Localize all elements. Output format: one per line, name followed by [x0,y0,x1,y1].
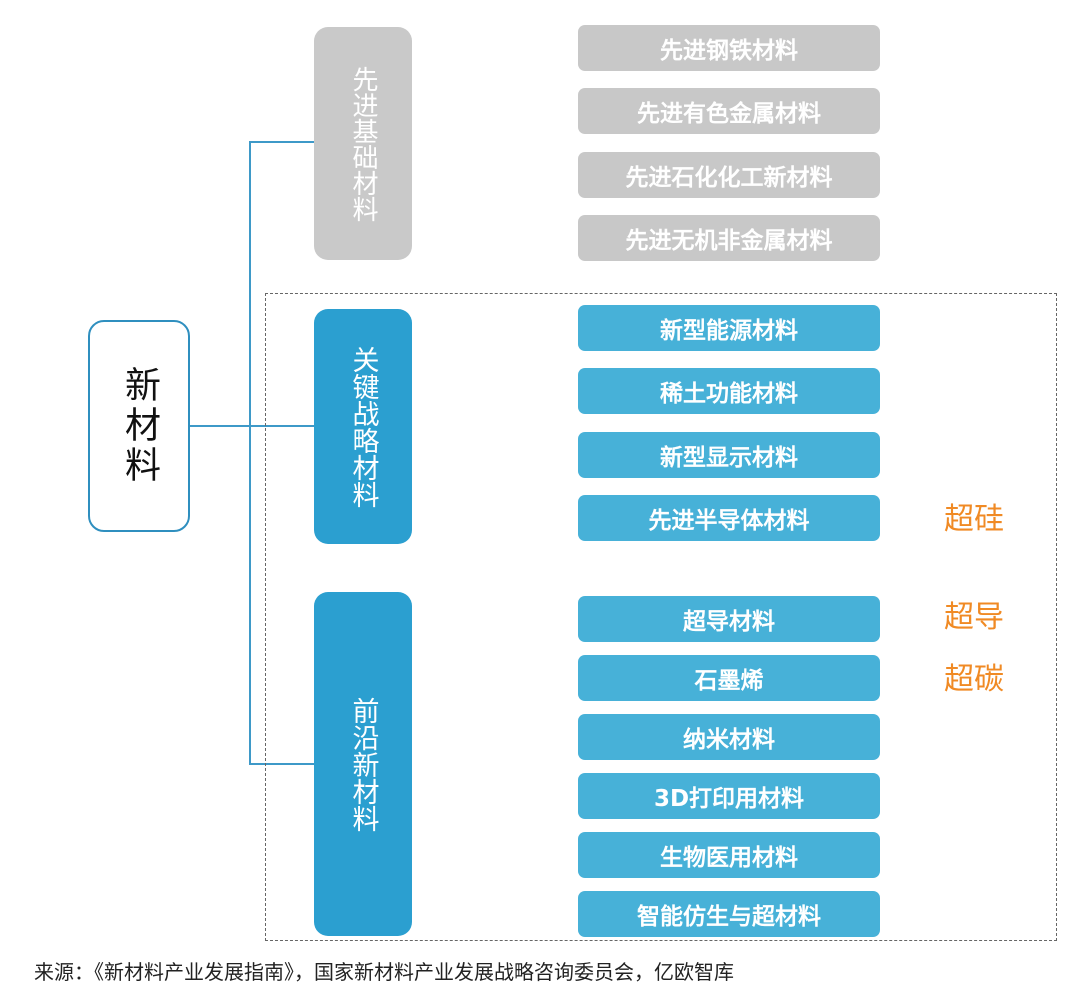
branch-line-strategic [249,425,315,427]
category-label: 先进基础材料 [348,65,378,222]
category-label: 前沿新材料 [347,696,379,832]
category-node-strategic: 关键战略材料 [314,309,412,544]
leaf-label: 先进无机非金属材料 [625,228,833,254]
category-node-frontier: 前沿新材料 [314,592,412,936]
tag-label: 超碳 [944,662,1004,697]
leaf-label: 先进钢铁材料 [660,38,798,64]
leaf-node: 超导材料 [578,596,880,642]
leaf-label: 先进半导体材料 [648,508,810,534]
leaf-node: 新型能源材料 [578,305,880,351]
leaf-node: 先进有色金属材料 [578,88,880,134]
leaf-label: 新型显示材料 [660,445,798,471]
tag-label: 超硅 [944,502,1004,537]
highlight-dashed-frame [265,293,1057,941]
leaf-node: 先进无机非金属材料 [578,215,880,261]
leaf-label: 超导材料 [683,609,775,635]
leaf-label: 智能仿生与超材料 [637,904,821,930]
leaf-node: 3D打印用材料 [578,773,880,819]
leaf-node: 先进半导体材料 [578,495,880,541]
root-node: 新材料 [88,320,190,532]
leaf-node: 纳米材料 [578,714,880,760]
leaf-node: 石墨烯 [578,655,880,701]
leaf-label: 先进石化化工新材料 [625,165,833,191]
leaf-node: 生物医用材料 [578,832,880,878]
leaf-node: 先进钢铁材料 [578,25,880,71]
leaf-node: 智能仿生与超材料 [578,891,880,937]
leaf-label: 新型能源材料 [660,318,798,344]
branch-line-basic [249,141,315,143]
category-node-basic: 先进基础材料 [314,27,412,260]
leaf-label: 石墨烯 [694,668,764,694]
branch-line-frontier [249,763,315,765]
leaf-node: 先进石化化工新材料 [578,152,880,198]
leaf-label: 生物医用材料 [660,845,798,871]
root-label: 新材料 [119,366,160,486]
trunk-vertical-line [249,141,251,765]
source-note: 来源：《新材料产业发展指南》，国家新材料产业发展战略咨询委员会，亿欧智库 [34,960,734,984]
leaf-label: 先进有色金属材料 [637,101,821,127]
leaf-label: 3D打印用材料 [653,786,805,812]
root-connector-line [190,425,250,427]
leaf-label: 稀土功能材料 [660,381,798,407]
leaf-node: 稀土功能材料 [578,368,880,414]
tag-label: 超导 [944,600,1004,635]
category-label: 关键战略材料 [347,345,379,508]
leaf-label: 纳米材料 [683,727,775,753]
leaf-node: 新型显示材料 [578,432,880,478]
